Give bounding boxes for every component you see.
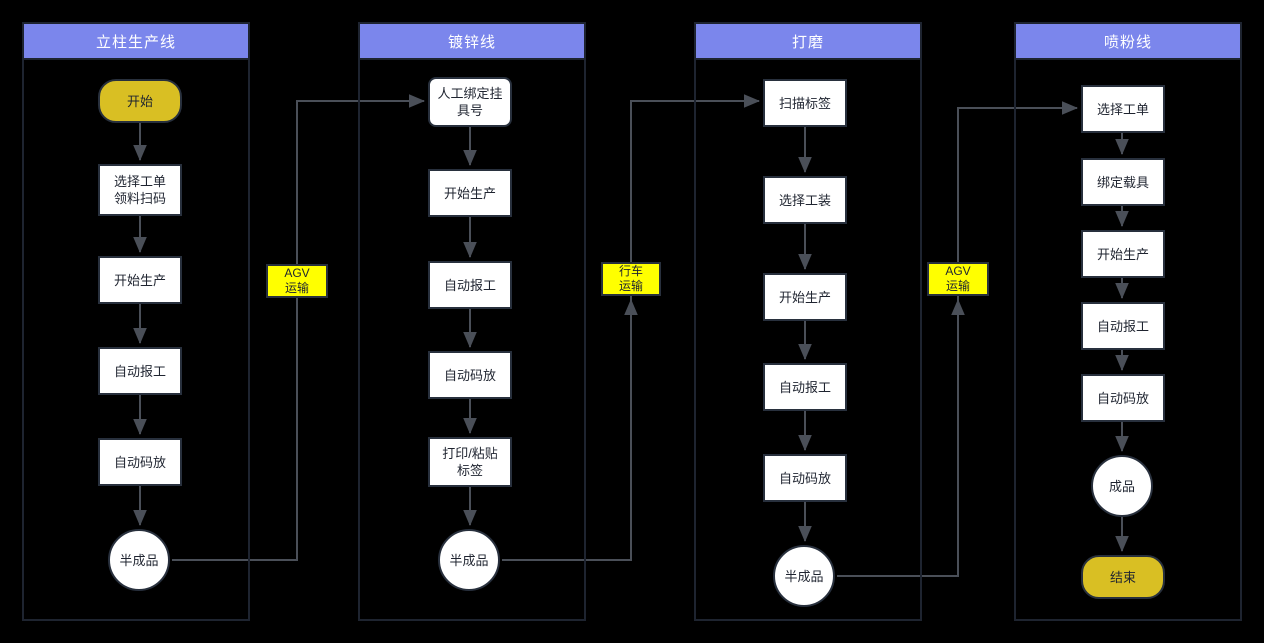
transport-tag-agv-1[interactable]: AGV 运输 bbox=[266, 264, 328, 298]
transport-tag-agv-2[interactable]: AGV 运输 bbox=[927, 262, 989, 296]
lane-header-4[interactable]: 喷粉线 bbox=[1014, 22, 1242, 60]
node-start-production-l4[interactable]: 开始生产 bbox=[1081, 230, 1165, 278]
node-auto-stack-l3[interactable]: 自动码放 bbox=[763, 454, 847, 502]
node-auto-report-l4[interactable]: 自动报工 bbox=[1081, 302, 1165, 350]
lane-header-2[interactable]: 镀锌线 bbox=[358, 22, 586, 60]
node-semi-finished-l2[interactable]: 半成品 bbox=[438, 529, 500, 591]
node-semi-finished-l3[interactable]: 半成品 bbox=[773, 545, 835, 607]
node-select-work-order[interactable]: 选择工单 bbox=[1081, 85, 1165, 133]
node-select-work-order-scan[interactable]: 选择工单 领料扫码 bbox=[98, 164, 182, 216]
node-auto-stack-l2[interactable]: 自动码放 bbox=[428, 351, 512, 399]
node-bind-hanger-no[interactable]: 人工绑定挂 具号 bbox=[428, 77, 512, 127]
node-scan-label[interactable]: 扫描标签 bbox=[763, 79, 847, 127]
node-end[interactable]: 结束 bbox=[1081, 555, 1165, 599]
node-bind-carrier[interactable]: 绑定载具 bbox=[1081, 158, 1165, 206]
node-print-paste-label[interactable]: 打印/粘贴 标签 bbox=[428, 437, 512, 487]
node-auto-stack-l1[interactable]: 自动码放 bbox=[98, 438, 182, 486]
node-start-production-l2[interactable]: 开始生产 bbox=[428, 169, 512, 217]
node-start[interactable]: 开始 bbox=[98, 79, 182, 123]
node-select-tooling[interactable]: 选择工装 bbox=[763, 176, 847, 224]
node-auto-report-l2[interactable]: 自动报工 bbox=[428, 261, 512, 309]
transport-tag-crane-1[interactable]: 行车 运输 bbox=[601, 262, 661, 296]
node-auto-stack-l4[interactable]: 自动码放 bbox=[1081, 374, 1165, 422]
node-start-production-l3[interactable]: 开始生产 bbox=[763, 273, 847, 321]
lane-header-3[interactable]: 打磨 bbox=[694, 22, 922, 60]
node-finished-product[interactable]: 成品 bbox=[1091, 455, 1153, 517]
node-auto-report-l3[interactable]: 自动报工 bbox=[763, 363, 847, 411]
node-auto-report-l1[interactable]: 自动报工 bbox=[98, 347, 182, 395]
node-semi-finished-l1[interactable]: 半成品 bbox=[108, 529, 170, 591]
node-start-production-l1[interactable]: 开始生产 bbox=[98, 256, 182, 304]
lane-header-1[interactable]: 立柱生产线 bbox=[22, 22, 250, 60]
